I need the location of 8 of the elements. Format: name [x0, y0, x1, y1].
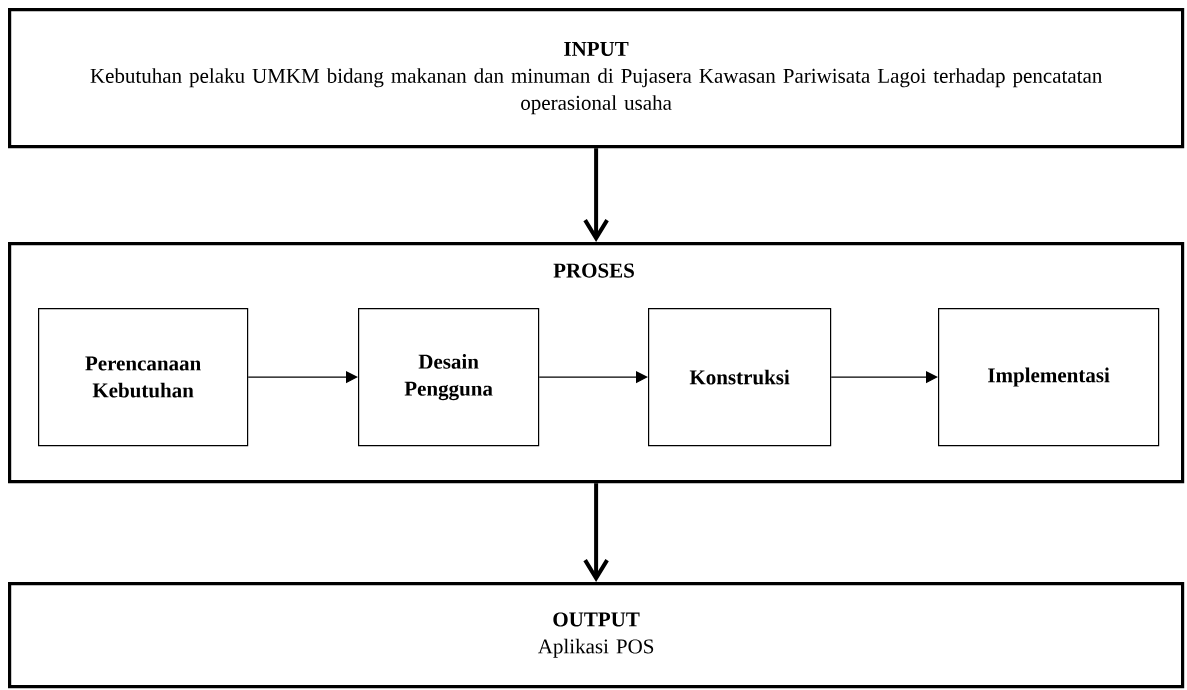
stage-box: Desain Pengguna — [358, 308, 540, 447]
stage-box: Konstruksi — [648, 308, 832, 447]
stage-box: Implementasi — [938, 308, 1160, 447]
stage-box: Perencanaan Kebutuhan — [38, 308, 249, 447]
section-box: INPUT Kebutuhan pelaku UMKM bidang makanan dan minuman di Pujasera Kawasan Pariwisata Lagoi terhadap pencatatan operasional usaha — [8, 8, 1185, 149]
arrow — [583, 148, 609, 242]
section-box: OUTPUT Aplikasi POS — [8, 582, 1185, 689]
arrow — [583, 483, 609, 582]
